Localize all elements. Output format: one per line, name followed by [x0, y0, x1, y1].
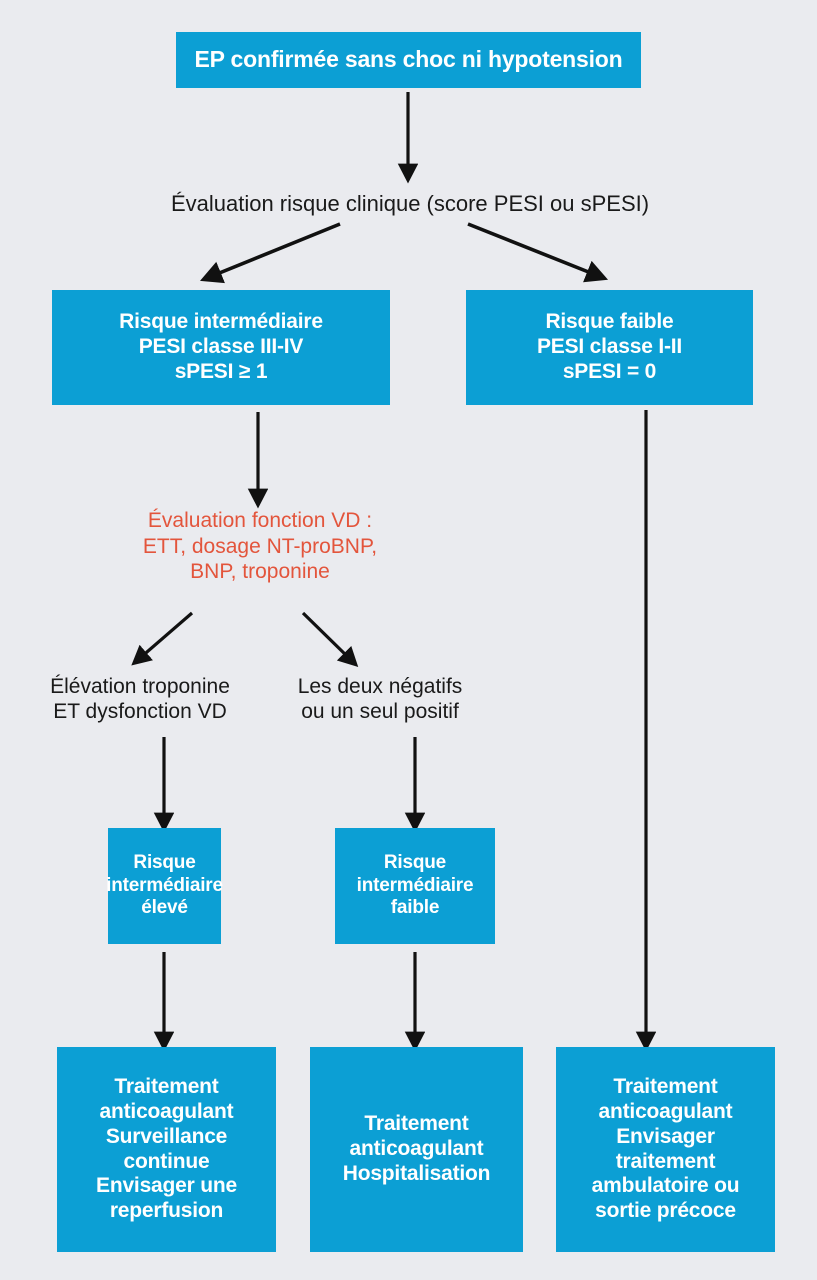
node-deux-negatifs: Les deux négatifs ou un seul positif [297, 675, 463, 724]
node-risque-intermediaire-faible: Risque intermédiaire faible [335, 828, 495, 944]
node-evaluation-fonction-vd: Évaluation fonction VD : ETT, dosage NT-… [142, 509, 378, 584]
node-traitement-risque-faible: Traitement anticoagulant Envisager trait… [556, 1047, 775, 1252]
node-risque-faible: Risque faible PESI classe I-II sPESI = 0 [466, 290, 753, 405]
node-elevation-troponine: Élévation troponine ET dysfonction VD [50, 675, 230, 724]
node-traitement-risque-intermediaire-eleve: Traitement anticoagulant Surveillance co… [57, 1047, 276, 1252]
node-traitement-risque-intermediaire-faible: Traitement anticoagulant Hospitalisation [310, 1047, 523, 1252]
node-risque-intermediaire-eleve: Risque intermédiaire élevé [106, 828, 223, 944]
arrow-eval-to-faible [467, 222, 609, 283]
arrow-eval-to-intermediaire [199, 222, 341, 284]
arrow-evalvd-to-negatifs [301, 611, 359, 668]
arrow-evalvd-to-troponine [131, 611, 194, 666]
node-evaluation-risque-clinique: Évaluation risque clinique (score PESI o… [170, 191, 650, 216]
node-ep-confirmee: EP confirmée sans choc ni hypotension [176, 32, 641, 88]
node-risque-intermediaire: Risque intermédiaire PESI classe III-IV … [52, 290, 390, 405]
